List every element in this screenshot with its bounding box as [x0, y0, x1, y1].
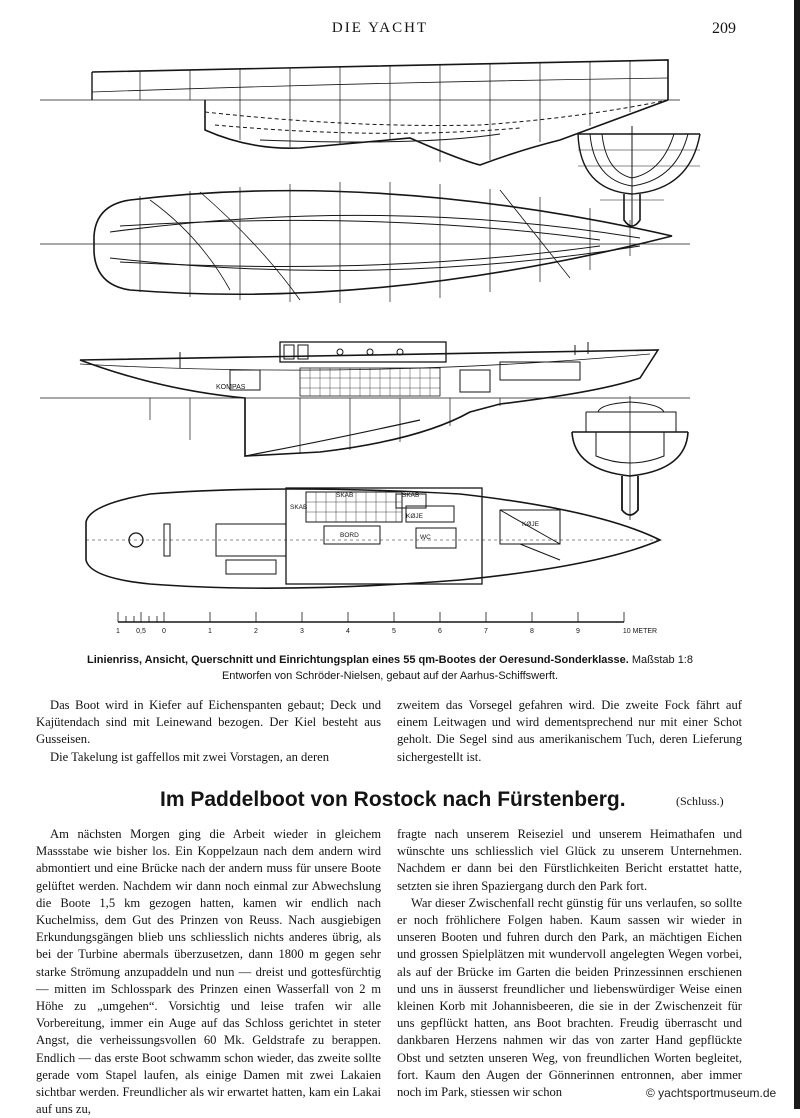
label-skab-left: SKAB: [290, 504, 307, 511]
scale-label: 0,5: [136, 628, 146, 635]
profile-lines-plan: [40, 59, 680, 166]
scale-label: 3: [300, 628, 304, 635]
label-skab-right: SKAB: [402, 492, 419, 499]
intro-right-column: zweitem das Vorsegel gefahren wird. Die …: [397, 697, 742, 766]
page-number: 209: [712, 20, 736, 37]
label-wc: WC: [420, 534, 431, 541]
masthead: DIE YACHT: [331, 20, 429, 36]
label-skab-mid: SKAB: [336, 492, 353, 499]
article-left-column: Am nächsten Morgen ging die Arbeit wiede…: [36, 826, 381, 1118]
paragraph: War dieser Zwischenfall recht günstig fü…: [397, 895, 742, 1100]
scale-label: 2: [254, 628, 258, 635]
label-kompass: KOMPAS: [216, 384, 246, 391]
caption-line-2: Entworfen von Schröder-Nielsen, gebaut a…: [221, 670, 559, 682]
scale-label: 1: [208, 628, 212, 635]
figure-caption: Linienriss, Ansicht, Querschnitt und Ein…: [60, 652, 720, 684]
scale-label: 4: [346, 628, 350, 635]
label-koje-upper: KØJE: [406, 513, 424, 520]
article-right-column: fragte nach unserem Reiseziel und unsere…: [397, 826, 742, 1101]
paragraph: zweitem das Vorsegel gefahren wird. Die …: [397, 698, 742, 764]
scale-label: 8: [530, 628, 534, 635]
scale-label: 9: [576, 628, 580, 635]
caption-line-1: Linienriss, Ansicht, Querschnitt und Ein…: [87, 654, 629, 666]
intro-left-column: Das Boot wird in Kiefer auf Eichenspante…: [36, 697, 381, 766]
page-edge-shadow: [794, 0, 800, 1109]
scale-label: 6: [438, 628, 442, 635]
half-breadth-plan: [40, 182, 690, 303]
paragraph: Die Takelung ist gaffellos mit zwei Vors…: [50, 749, 330, 764]
deck-plan: [85, 487, 662, 589]
scale-label: 5: [392, 628, 396, 635]
label-koje-lower: KØJE: [522, 521, 540, 528]
body-plan-lower: [571, 396, 689, 520]
yacht-plans-figure: KOMPAS: [40, 59, 701, 635]
scale-label: 7: [484, 628, 488, 635]
scale-label: 0: [162, 628, 166, 635]
paragraph: Am nächsten Morgen ging die Arbeit wiede…: [36, 827, 381, 1117]
scale-bar: [117, 612, 625, 623]
caption-scale: Maßstab 1:8: [631, 654, 693, 666]
article-schluss: (Schluss.): [676, 794, 724, 808]
body-plan-upper: [577, 126, 701, 227]
paragraph: fragte nach unserem Reiseziel und unsere…: [397, 827, 742, 893]
scale-label: 1: [116, 628, 120, 635]
paragraph: Das Boot wird in Kiefer auf Eichenspante…: [36, 698, 381, 747]
watermark: © yachtsportmuseum.de: [646, 1086, 777, 1100]
label-bord: BORD: [340, 532, 359, 539]
scale-label: 10 METER: [623, 628, 657, 635]
arrangement-elevation: [40, 341, 690, 457]
profile-station-lines: [139, 61, 631, 162]
article-title: Im Paddelboot von Rostock nach Fürstenbe…: [160, 788, 626, 811]
